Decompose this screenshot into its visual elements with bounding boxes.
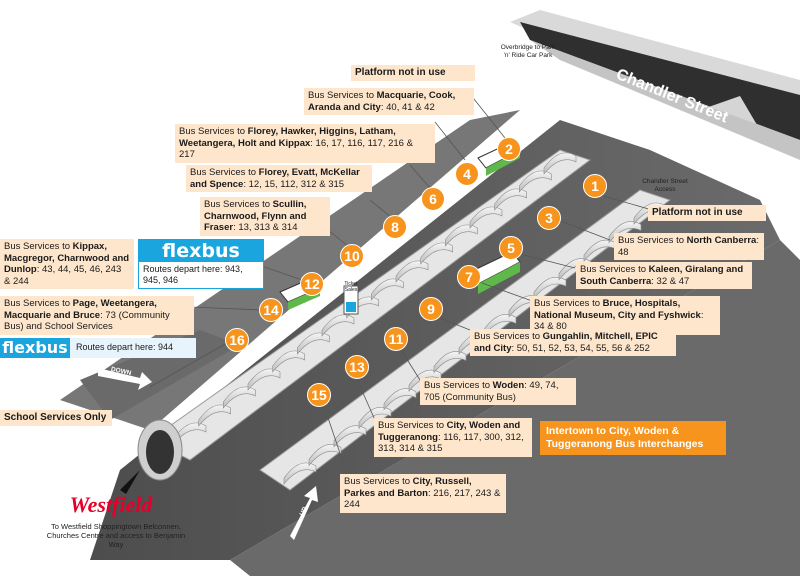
flexbus-logo-lower: flexbus (0, 338, 70, 358)
flexbus-lower: flexbus Routes depart here: 944 (0, 338, 196, 358)
platform-number-5[interactable]: 5 (499, 236, 523, 260)
platform-number-1[interactable]: 1 (583, 174, 607, 198)
westfield-caption: To Westfield Shoppingtown Belconnen, Chu… (46, 522, 186, 549)
west-canopy (469, 206, 503, 229)
platform-12-label: Bus Services to Kippax, Macgregor, Charn… (0, 239, 134, 289)
chandler-access-note: Chandler Street Access (642, 178, 688, 193)
down-ramp-arrow (98, 368, 152, 390)
platform-1-label: Platform not in use (648, 205, 766, 221)
platform-13-label: Bus Services to City, Woden and Tuggeran… (374, 418, 532, 457)
west-canopy (543, 152, 577, 175)
chandler-street-road (510, 10, 800, 160)
flexbus-logo-upper: flexbus (139, 240, 263, 262)
platform-4-label: Bus Services to Macquarie, Cook, Aranda … (304, 88, 474, 115)
leader-lines (149, 93, 653, 469)
west-canopy (297, 332, 330, 355)
east-canopy (358, 406, 392, 430)
east-canopy (433, 351, 467, 374)
platform-number-2[interactable]: 2 (497, 137, 521, 161)
east-canopy (333, 425, 367, 448)
west-canopy (247, 368, 281, 391)
platform-number-8[interactable]: 8 (383, 215, 407, 239)
east-canopy (283, 462, 317, 485)
intertown-banner: Intertown to City, Woden & Tuggeranong B… (540, 421, 726, 455)
platform-number-11[interactable]: 11 (384, 327, 408, 351)
platform-number-10[interactable]: 10 (340, 244, 364, 268)
west-canopy (519, 170, 552, 193)
ticket-sales-note: Ticket Sales (344, 281, 358, 293)
platform-number-9[interactable]: 9 (419, 297, 443, 321)
flexbus-upper-routes: Routes depart here: 943, 945, 946 (143, 264, 243, 285)
platform-number-15[interactable]: 15 (307, 383, 331, 407)
platform-15-label: Bus Services to City, Russell, Parkes an… (340, 474, 506, 513)
up-ramp-arrow (290, 486, 318, 540)
platform-16-label: School Services Only (0, 410, 112, 426)
east-canopy (308, 444, 342, 467)
west-canopy (198, 404, 231, 427)
west-canopy (494, 188, 527, 211)
platform-9-label: Bus Services to Gungahlin, Mitchell, EPI… (470, 329, 676, 356)
platform-6-label: Bus Services to Florey, Hawker, Higgins,… (175, 124, 435, 163)
platform-number-12[interactable]: 12 (300, 272, 324, 296)
ticket-sales-sign (343, 285, 359, 315)
east-canopy (533, 276, 567, 300)
platform-number-4[interactable]: 4 (455, 162, 479, 186)
west-canopy (223, 386, 256, 409)
west-canopy (321, 314, 355, 337)
platform-number-16[interactable]: 16 (225, 328, 249, 352)
platform-14-label: Bus Services to Page, Weetangera, Macqua… (0, 296, 194, 335)
platform-3-label: Bus Services to North Canberra: 48 (614, 233, 764, 260)
platform-number-7[interactable]: 7 (457, 265, 481, 289)
platform-11-label: Bus Services to Woden: 49, 74, 705 (Comm… (420, 378, 576, 405)
east-canopy (383, 388, 417, 411)
platform-number-6[interactable]: 6 (421, 187, 445, 211)
platform-number-14[interactable]: 14 (259, 298, 283, 322)
underpass-entrance (120, 419, 183, 494)
overbridge-note: Overbridge to Park 'n' Ride Car Park (500, 44, 556, 59)
platform-number-3[interactable]: 3 (537, 206, 561, 230)
west-canopy (272, 350, 305, 373)
platform-7-label: Bus Services to Bruce, Hospitals, Nation… (530, 296, 720, 335)
platform-5-label: Bus Services to Kaleen, Giralang and Sou… (576, 262, 752, 289)
west-canopy (173, 422, 207, 445)
flexbus-upper: flexbus Routes depart here: 943, 945, 94… (138, 239, 264, 289)
platform-8-label: Bus Services to Florey, Evatt, McKellar … (186, 165, 372, 192)
west-canopy (371, 278, 404, 301)
west-canopy (445, 224, 478, 247)
platform-2-label: Platform not in use (351, 65, 475, 81)
west-canopy (420, 242, 453, 265)
flexbus-lower-routes: Routes depart here: 944 (76, 342, 174, 352)
platform-10-label: Bus Services to Scullin, Charnwood, Flyn… (200, 197, 330, 236)
westfield-logo[interactable]: Westfield (69, 492, 153, 517)
west-canopy (395, 260, 429, 283)
platform-number-13[interactable]: 13 (345, 355, 369, 379)
east-canopy (483, 314, 517, 337)
